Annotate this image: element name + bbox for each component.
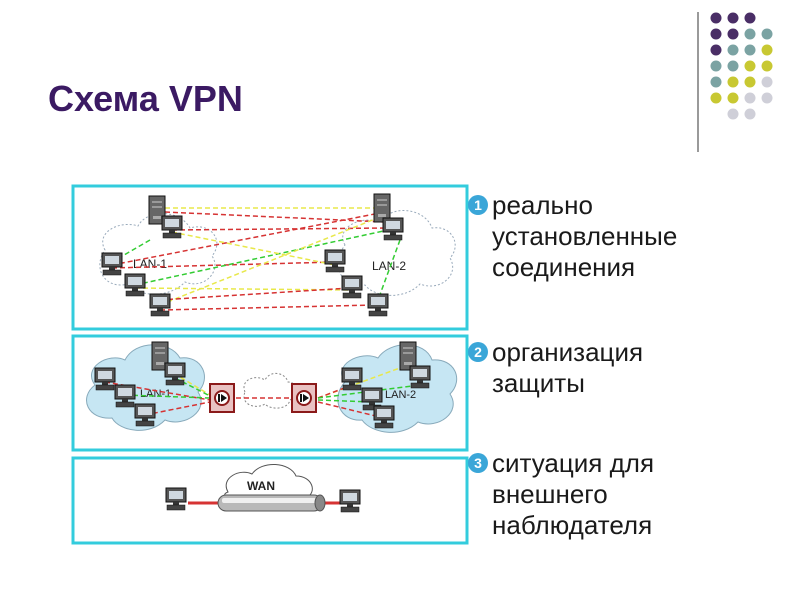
- panel-protection: LAN-1 LAN-2: [71, 334, 469, 452]
- firewall-icon: [209, 383, 235, 413]
- decorative-dot: [744, 108, 756, 120]
- panel-external-view: WAN: [71, 456, 469, 545]
- decorative-dot: [710, 44, 722, 56]
- decorative-dot: [727, 92, 739, 104]
- decorative-dot: [710, 92, 722, 104]
- bullet-text: организация защиты: [492, 337, 644, 398]
- computer-icon: [161, 215, 183, 239]
- computer-icon: [373, 405, 395, 429]
- computer-icon: [339, 489, 361, 513]
- bullet-text: реально установленные соединения: [492, 190, 678, 282]
- decorative-dot: [727, 12, 739, 24]
- computer-icon: [324, 249, 346, 273]
- computer-icon: [341, 367, 363, 391]
- bullet-number: 2: [468, 342, 488, 362]
- decorative-dot-grid: [710, 12, 773, 120]
- slide-title: Схема VPN: [48, 78, 243, 119]
- computer-icon: [94, 367, 116, 391]
- decorative-dot: [761, 28, 773, 40]
- bullet-number: 3: [468, 453, 488, 473]
- computer-icon: [382, 217, 404, 241]
- decorative-dot: [710, 60, 722, 72]
- divider-line: [697, 12, 699, 152]
- decorative-dot: [744, 60, 756, 72]
- decorative-dot: [744, 44, 756, 56]
- bullet-number: 1: [468, 195, 488, 215]
- decorative-dot: [744, 12, 756, 24]
- computer-icon: [101, 252, 123, 276]
- bullet-item-1: 1 реально установленные соединения: [468, 190, 732, 283]
- computer-icon: [367, 293, 389, 317]
- decorative-dot: [744, 28, 756, 40]
- lan-1-label: LAN-1: [140, 388, 171, 400]
- firewall-icon: [291, 383, 317, 413]
- decorative-dot: [727, 28, 739, 40]
- computer-icon: [124, 273, 146, 297]
- panel-real-connections: LAN-1 LAN-2: [71, 184, 469, 331]
- decorative-dot: [727, 108, 739, 120]
- bullet-item-2: 2 организация защиты: [468, 337, 732, 399]
- decorative-dot: [710, 76, 722, 88]
- lan-1-label: LAN-1: [133, 257, 167, 271]
- decorative-dot: [744, 76, 756, 88]
- computer-icon: [409, 365, 431, 389]
- decorative-dot: [710, 12, 722, 24]
- decorative-dot: [744, 92, 756, 104]
- computer-icon: [134, 403, 156, 427]
- lan-2-label: LAN-2: [385, 389, 416, 401]
- decorative-dot: [727, 76, 739, 88]
- wan-label: WAN: [247, 479, 275, 493]
- encrypted-tunnel-icon: [217, 494, 326, 512]
- decorative-dot: [761, 44, 773, 56]
- computer-icon: [114, 384, 136, 408]
- bullet-text: ситуация для внешнего наблюдателя: [492, 448, 655, 540]
- decorative-dot: [727, 60, 739, 72]
- computer-icon: [165, 487, 187, 511]
- lan-2-label: LAN-2: [372, 259, 406, 273]
- decorative-dot: [761, 92, 773, 104]
- decorative-dot: [761, 76, 773, 88]
- computer-icon: [341, 275, 363, 299]
- bullet-item-3: 3 ситуация для внешнего наблюдателя: [468, 448, 732, 541]
- decorative-dot: [761, 60, 773, 72]
- decorative-dot: [710, 28, 722, 40]
- decorative-dot: [727, 44, 739, 56]
- computer-icon: [149, 293, 171, 317]
- computer-icon: [164, 362, 186, 386]
